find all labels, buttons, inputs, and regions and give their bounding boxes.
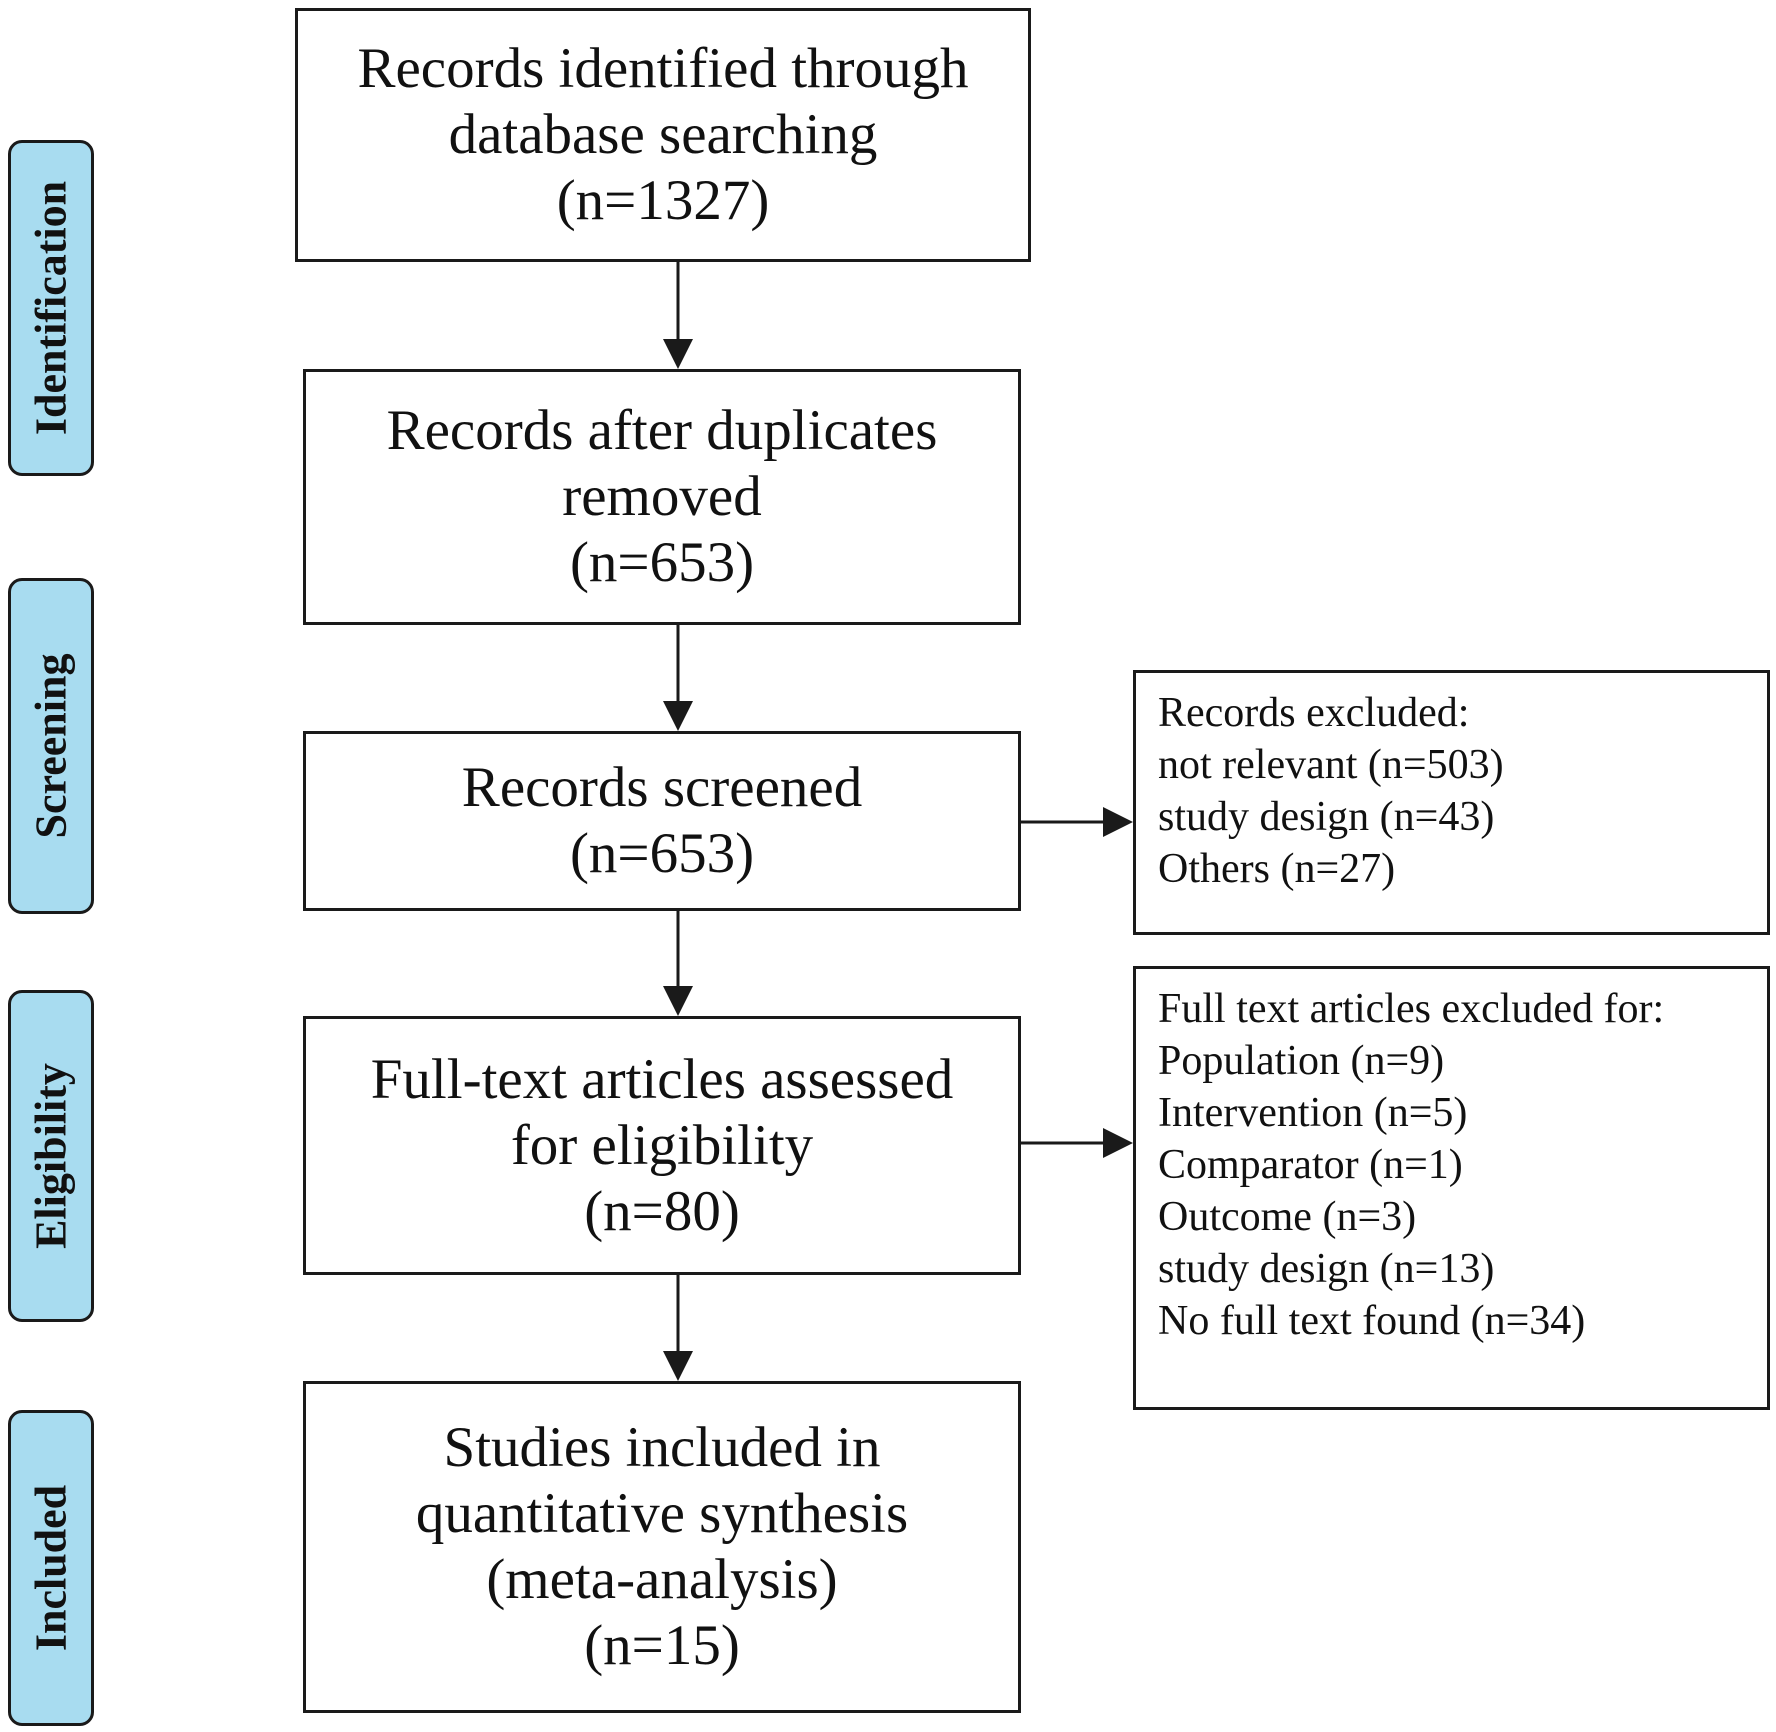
records-identified-line-2: database searching [448,103,878,166]
records-after-duplicates-box: Records after duplicates removed (n=653) [303,369,1021,625]
full-text-assessed-line-2: for eligibility [510,1113,814,1177]
records-excluded-item: not relevant (n=503) [1158,742,1504,788]
records-after-duplicates-count: (n=653) [569,531,755,594]
records-excluded-item: study design (n=43) [1158,794,1495,840]
records-excluded-box: Records excluded: not relevant (n=503) s… [1133,670,1770,935]
studies-included-count: (n=15) [584,1614,740,1677]
studies-included-line-3: (meta-analysis) [486,1548,838,1611]
stage-included: Included [8,1410,94,1726]
records-after-duplicates-line-2: removed [562,465,762,528]
full-text-assessed-count: (n=80) [584,1179,740,1243]
stage-screening: Screening [8,578,94,914]
full-text-excluded-item: Outcome (n=3) [1158,1194,1417,1240]
records-screened-line-1: Records screened [461,756,863,819]
full-text-excluded-item: Population (n=9) [1158,1038,1445,1084]
records-identified-box: Records identified through database sear… [295,8,1031,262]
full-text-excluded-heading: Full text articles excluded for: [1158,986,1665,1032]
studies-included-line-1: Studies included in [443,1416,881,1479]
full-text-assessed-line-1: Full-text articles assessed [370,1047,954,1111]
full-text-assessed-box: Full-text articles assessed for eligibil… [303,1016,1021,1275]
full-text-excluded-item: No full text found (n=34) [1158,1298,1586,1344]
records-identified-line-1: Records identified through [357,37,969,100]
full-text-excluded-item: Comparator (n=1) [1158,1142,1463,1188]
records-screened-box: Records screened (n=653) [303,731,1021,911]
stage-identification: Identification [8,140,94,476]
stage-eligibility: Eligibility [8,990,94,1322]
records-identified-count: (n=1327) [556,169,770,232]
records-excluded-item: Others (n=27) [1158,846,1396,892]
records-excluded-heading: Records excluded: [1158,690,1470,736]
full-text-excluded-box: Full text articles excluded for: Populat… [1133,966,1770,1410]
full-text-excluded-item: Intervention (n=5) [1158,1090,1468,1136]
full-text-excluded-item: study design (n=13) [1158,1246,1495,1292]
records-screened-count: (n=653) [569,822,755,885]
records-after-duplicates-line-1: Records after duplicates [386,399,938,462]
studies-included-line-2: quantitative synthesis [415,1482,909,1545]
studies-included-box: Studies included in quantitative synthes… [303,1381,1021,1713]
